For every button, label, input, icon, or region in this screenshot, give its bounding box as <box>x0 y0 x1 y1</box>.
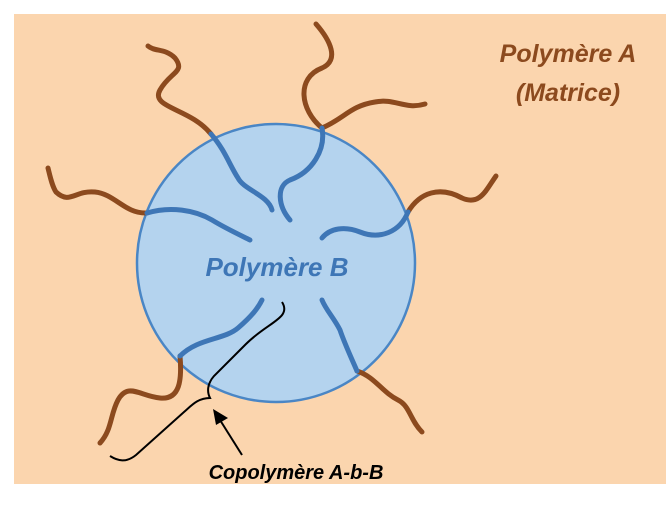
copolymer-label: Copolymère A-b-B <box>209 462 384 484</box>
chain-a-top-right <box>319 98 428 131</box>
chains-polymer-a <box>45 21 499 446</box>
chain-b-top-middle <box>277 125 326 223</box>
chain-b-bottom-left <box>177 297 265 359</box>
particle-circle <box>135 122 417 404</box>
chain-b-left <box>144 206 253 243</box>
matrix-label-line2: (Matrice) <box>516 79 620 107</box>
matrix-label-line1: Polymère A <box>500 40 637 68</box>
chain-a-top-middle <box>301 21 335 131</box>
particle-label: Polymère B <box>205 252 348 282</box>
copolymer-annotation <box>109 301 286 462</box>
chain-b-bottom-right <box>319 297 360 374</box>
chain-a-bottom-right <box>354 368 425 435</box>
chains-polymer-b <box>144 125 411 374</box>
chain-a-bottom-left <box>97 353 184 446</box>
copolymer-bracket <box>109 301 286 462</box>
chain-b-right <box>319 209 411 241</box>
chain-a-top-left <box>145 43 214 137</box>
chain-b-top-left <box>208 131 275 213</box>
copolymer-arrow-head <box>213 409 228 425</box>
chain-a-right <box>405 173 499 215</box>
copolymer-arrow-shaft <box>219 419 243 456</box>
chain-a-left <box>45 165 150 216</box>
